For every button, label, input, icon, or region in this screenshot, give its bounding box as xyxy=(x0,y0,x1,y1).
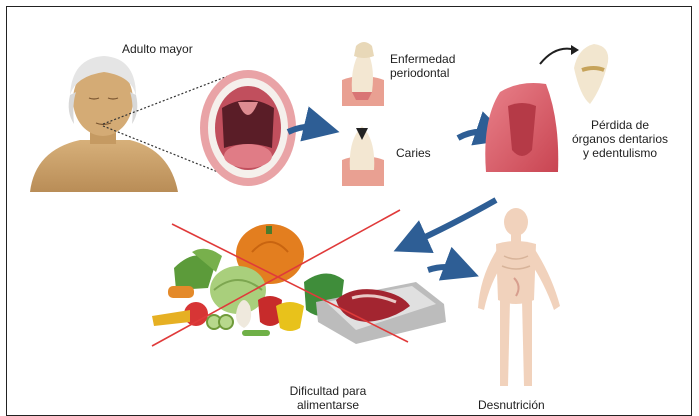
malnourished-body-illustration xyxy=(478,208,560,386)
label-tooth-loss-line1: Pérdida de xyxy=(560,118,680,132)
label-periodontal-line1: Enfermedad xyxy=(390,52,455,66)
caries-tooth-icon xyxy=(342,126,384,186)
arrow-to-malnutrition xyxy=(428,267,462,270)
label-feeding-line2: alimentarse xyxy=(258,398,398,412)
label-caries: Caries xyxy=(396,146,431,160)
label-tooth-loss-line2: órganos dentarios xyxy=(560,132,680,146)
label-feeding-line1: Dificultad para xyxy=(258,384,398,398)
extraction-arrow xyxy=(540,49,576,64)
label-tooth-loss-line3: y edentulismo xyxy=(560,146,680,160)
label-malnutrition: Desnutrición xyxy=(478,398,545,412)
label-periodontal-line2: periodontal xyxy=(390,66,449,80)
arrow-to-feeding xyxy=(410,200,496,244)
open-mouth-illustration xyxy=(200,70,296,186)
arrow-mouth-to-teeth xyxy=(288,127,322,132)
food-group-illustration xyxy=(152,224,344,336)
lost-tooth-icon xyxy=(574,44,608,104)
edentulous-gum-illustration xyxy=(485,83,558,172)
periodontal-tooth-icon xyxy=(342,42,384,106)
label-older-adult: Adulto mayor xyxy=(122,42,193,56)
